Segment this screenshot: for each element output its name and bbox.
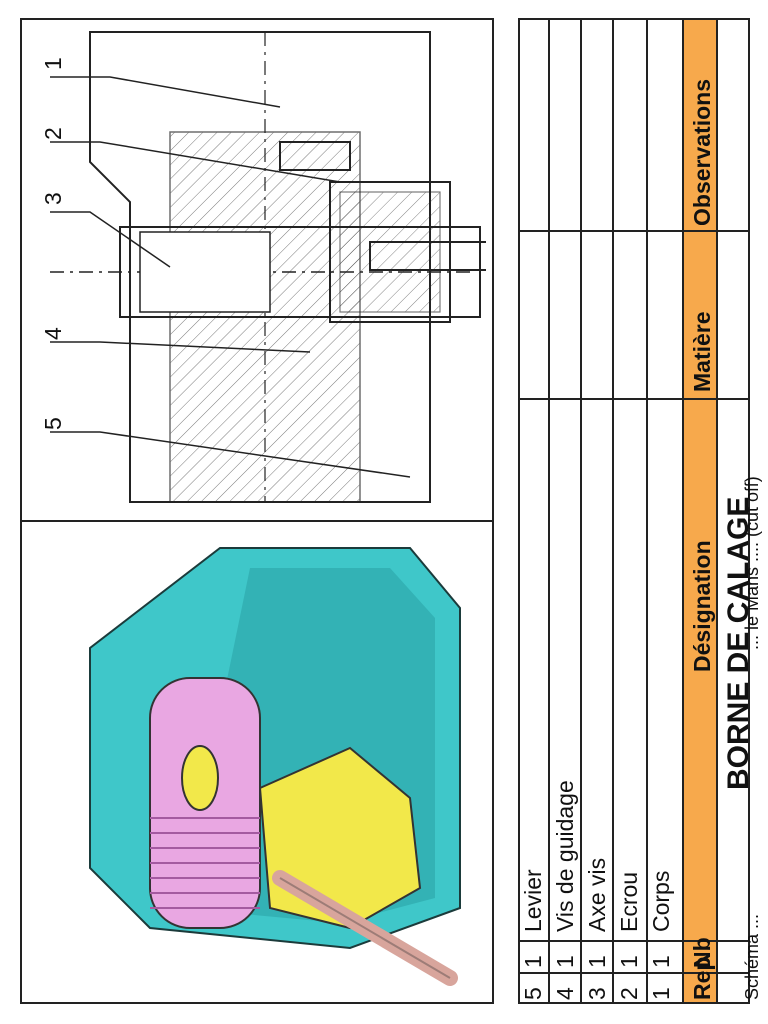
row-5-nb: 1	[520, 955, 546, 968]
section-drawing	[50, 31, 486, 503]
guide-screw-outline	[279, 141, 351, 171]
callout-1: 1	[40, 57, 66, 70]
guide-screw	[181, 745, 219, 811]
header-rep: Rep	[689, 956, 715, 1000]
row-3-nb: 1	[584, 955, 610, 968]
body-outline	[89, 31, 431, 503]
row-3-designation: Axe vis	[584, 857, 610, 932]
row-4-nb: 1	[552, 955, 578, 968]
row-2-nb: 1	[616, 955, 642, 968]
row-4-rep: 4	[552, 987, 578, 1000]
callout-2: 2	[40, 127, 66, 140]
nut-outline	[329, 181, 451, 323]
row-1-rep: 1	[648, 987, 674, 1000]
row-4-designation: Vis de guidage	[552, 780, 578, 932]
row-1-designation: Corps	[648, 870, 674, 932]
screw-shaft	[119, 226, 481, 318]
row-1-nb: 1	[648, 955, 674, 968]
callout-5: 5	[40, 417, 66, 430]
drawing-frame	[20, 18, 494, 1004]
subtitle: ... le Mans .... (cut off)	[742, 476, 762, 650]
lever-outline	[369, 241, 486, 271]
lever-rod	[272, 870, 458, 986]
callout-4: 4	[40, 327, 66, 340]
header-observations: Observations	[689, 79, 715, 226]
header-band	[682, 20, 716, 1002]
row-3-rep: 3	[584, 987, 610, 1000]
row-5-designation: Levier	[520, 869, 546, 932]
callout-3: 3	[40, 192, 66, 205]
row-5-rep: 5	[520, 987, 546, 1000]
row-2-rep: 2	[616, 987, 642, 1000]
row-2-designation: Ecrou	[616, 871, 642, 932]
assembly-3d-illustration	[89, 547, 461, 986]
header-designation: Désignation	[689, 540, 715, 672]
footer-partial: Schéma ...	[742, 913, 762, 1000]
drawing-divider	[20, 520, 494, 522]
header-matiere: Matière	[689, 311, 715, 392]
